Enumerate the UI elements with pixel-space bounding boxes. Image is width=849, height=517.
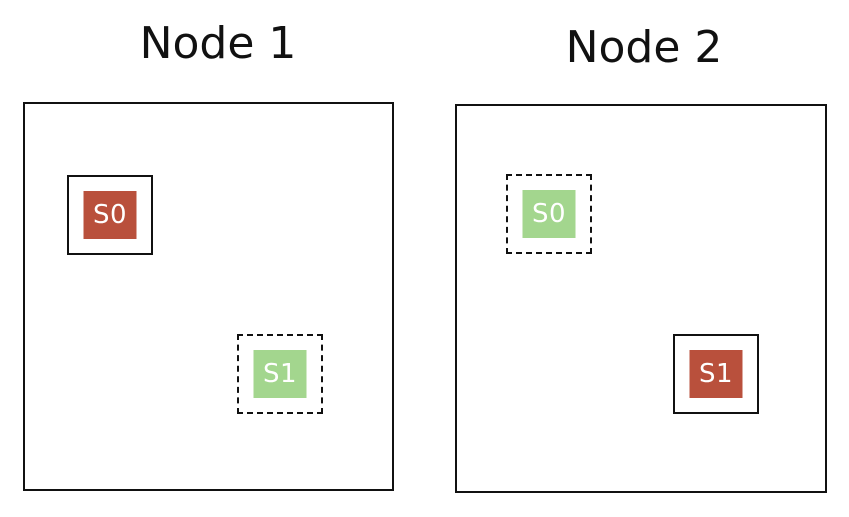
node-1-shard-s1-frame: S1 xyxy=(237,334,323,414)
node-2-title: Node 2 xyxy=(565,22,723,73)
node-1-shard-s0-frame: S0 xyxy=(67,175,153,255)
node-2-shard-s0-frame: S0 xyxy=(506,174,592,254)
node-2-shard-s1-label: S1 xyxy=(698,359,734,389)
node-2-box: S0 S1 xyxy=(455,104,827,493)
node-2-shard-s0-label: S0 xyxy=(531,199,567,229)
node-2-shard-s1: S1 xyxy=(689,350,743,398)
node-1-shard-s1-label: S1 xyxy=(262,359,298,389)
node-1-shard-s0-label: S0 xyxy=(92,200,128,230)
node-1-box: S0 S1 xyxy=(23,102,394,491)
node-2-shard-s1-frame: S1 xyxy=(673,334,759,414)
node-1-shard-s0: S0 xyxy=(83,191,137,239)
node-1-title: Node 1 xyxy=(139,18,297,69)
node-2-shard-s0: S0 xyxy=(522,190,576,238)
node-1-shard-s1: S1 xyxy=(253,350,307,398)
